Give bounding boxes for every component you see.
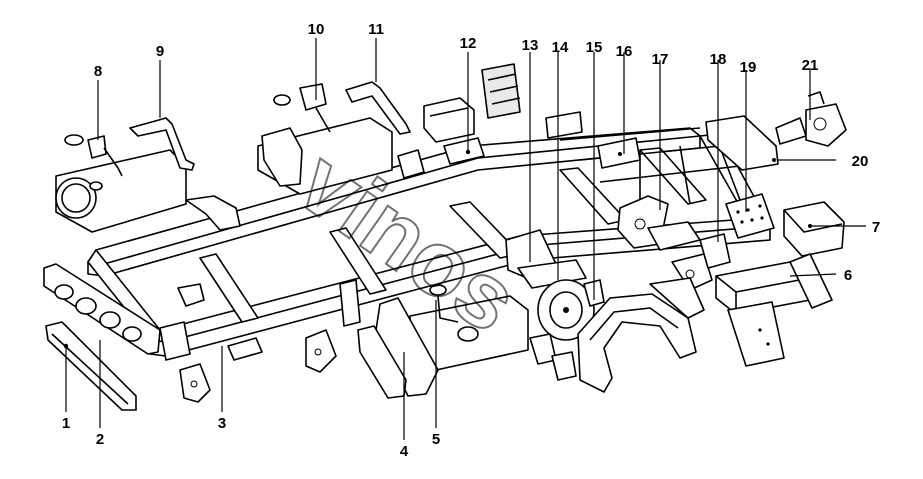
left-fuel-tank-assembly — [55, 117, 241, 233]
callout-13: 13 — [522, 37, 539, 54]
callout-10: 10 — [308, 21, 325, 38]
callout-4: 4 — [400, 443, 409, 460]
rear-mudguard — [529, 277, 785, 393]
callout-20: 20 — [852, 153, 869, 170]
callout-6: 6 — [844, 267, 852, 284]
callout-2: 2 — [96, 431, 104, 448]
callout-21: 21 — [802, 57, 819, 74]
callout-3: 3 — [218, 415, 226, 432]
rear-hub-drum — [505, 229, 605, 341]
callout-15: 15 — [586, 39, 603, 56]
rear-tow-hitch — [775, 91, 847, 147]
callout-5: 5 — [432, 431, 440, 448]
front-spring-brackets — [159, 283, 263, 403]
callout-11: 11 — [368, 21, 384, 38]
callout-1: 1 — [62, 415, 70, 432]
lower-skid-plate — [45, 321, 137, 411]
front-bumper-plate — [43, 263, 161, 355]
callout-19: 19 — [740, 59, 757, 76]
mid-fuel-tank-assembly — [257, 81, 425, 195]
callout-14: 14 — [552, 39, 569, 56]
rear-cross-tube-7 — [783, 201, 845, 257]
frame-rails — [87, 127, 771, 357]
callout-18: 18 — [710, 51, 727, 68]
rear-cross-tube-6 — [715, 253, 833, 315]
callout-8: 8 — [94, 63, 102, 80]
callout-17: 17 — [652, 51, 669, 68]
mid-frame-brackets — [305, 279, 361, 373]
leader-lines — [65, 38, 866, 440]
rear-crossmember-plates — [545, 111, 779, 171]
callout-7: 7 — [872, 219, 880, 236]
callout-16: 16 — [616, 43, 633, 60]
callout-9: 9 — [156, 43, 164, 60]
rear-mounting-plate — [725, 193, 775, 239]
right-fuel-tank-assembly — [357, 284, 529, 399]
callout-12: 12 — [460, 35, 477, 52]
battery-box-bracket — [423, 63, 521, 165]
callout-labels: 1 2 3 4 5 6 7 8 9 10 11 12 13 14 15 16 1… — [62, 21, 880, 460]
rear-spring-hangers — [617, 195, 731, 291]
